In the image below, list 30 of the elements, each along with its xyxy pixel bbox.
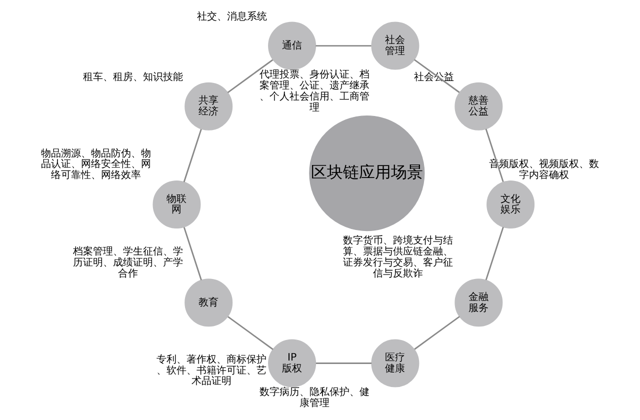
node-label: 租车、租房、知识技能 xyxy=(82,72,183,84)
connector xyxy=(414,59,460,93)
node-circle: 文化娱乐 xyxy=(486,180,535,229)
node-circle: 慈善公益 xyxy=(454,82,503,130)
node-label: 档案管理、学生征信、学历证明、成绩证明、产学合作 xyxy=(72,246,183,280)
node-circle: 共享经济 xyxy=(184,82,233,130)
node-circle: 医疗健康 xyxy=(371,339,420,388)
connector xyxy=(183,128,202,182)
node-circle: 社会管理 xyxy=(371,22,420,70)
node-label: 物品溯源、物品防伪、物品认证、网络安全性、网络可靠性、网络效率 xyxy=(41,148,151,182)
connector xyxy=(414,316,460,350)
node-label: 社交、消息系统 xyxy=(197,11,268,22)
node-circle: 通信 xyxy=(268,22,316,70)
node-label: 数字货币、跨境支付与结算、票据与供应链金融、证券发行与交易、客户征信与反欺诈 xyxy=(342,236,453,280)
connector xyxy=(316,45,372,47)
connector xyxy=(485,226,504,280)
connector xyxy=(485,128,504,182)
connector xyxy=(227,59,274,94)
node-label: 代理投票、身份认证、档案管理、公证、遗产继承、个人社会信用、工商管理 xyxy=(259,70,370,114)
node-label: 音频版权、视频版权、数字内容确权 xyxy=(489,159,599,182)
node-circle: 物联网 xyxy=(152,180,201,229)
node-circle: 金融服务 xyxy=(454,278,503,327)
node-circle: 教育 xyxy=(184,278,233,327)
node-label: 专利、著作权、商标保护、软件、书籍许可证、艺术品证明 xyxy=(156,354,266,388)
node-label: 数字病历、隐私保护、健康管理 xyxy=(259,387,370,409)
connector xyxy=(228,316,274,350)
node-circle: IP版权 xyxy=(268,339,316,388)
node-circle: 区块链应用场景 xyxy=(309,115,425,232)
connector xyxy=(316,362,372,364)
connector xyxy=(183,227,202,280)
